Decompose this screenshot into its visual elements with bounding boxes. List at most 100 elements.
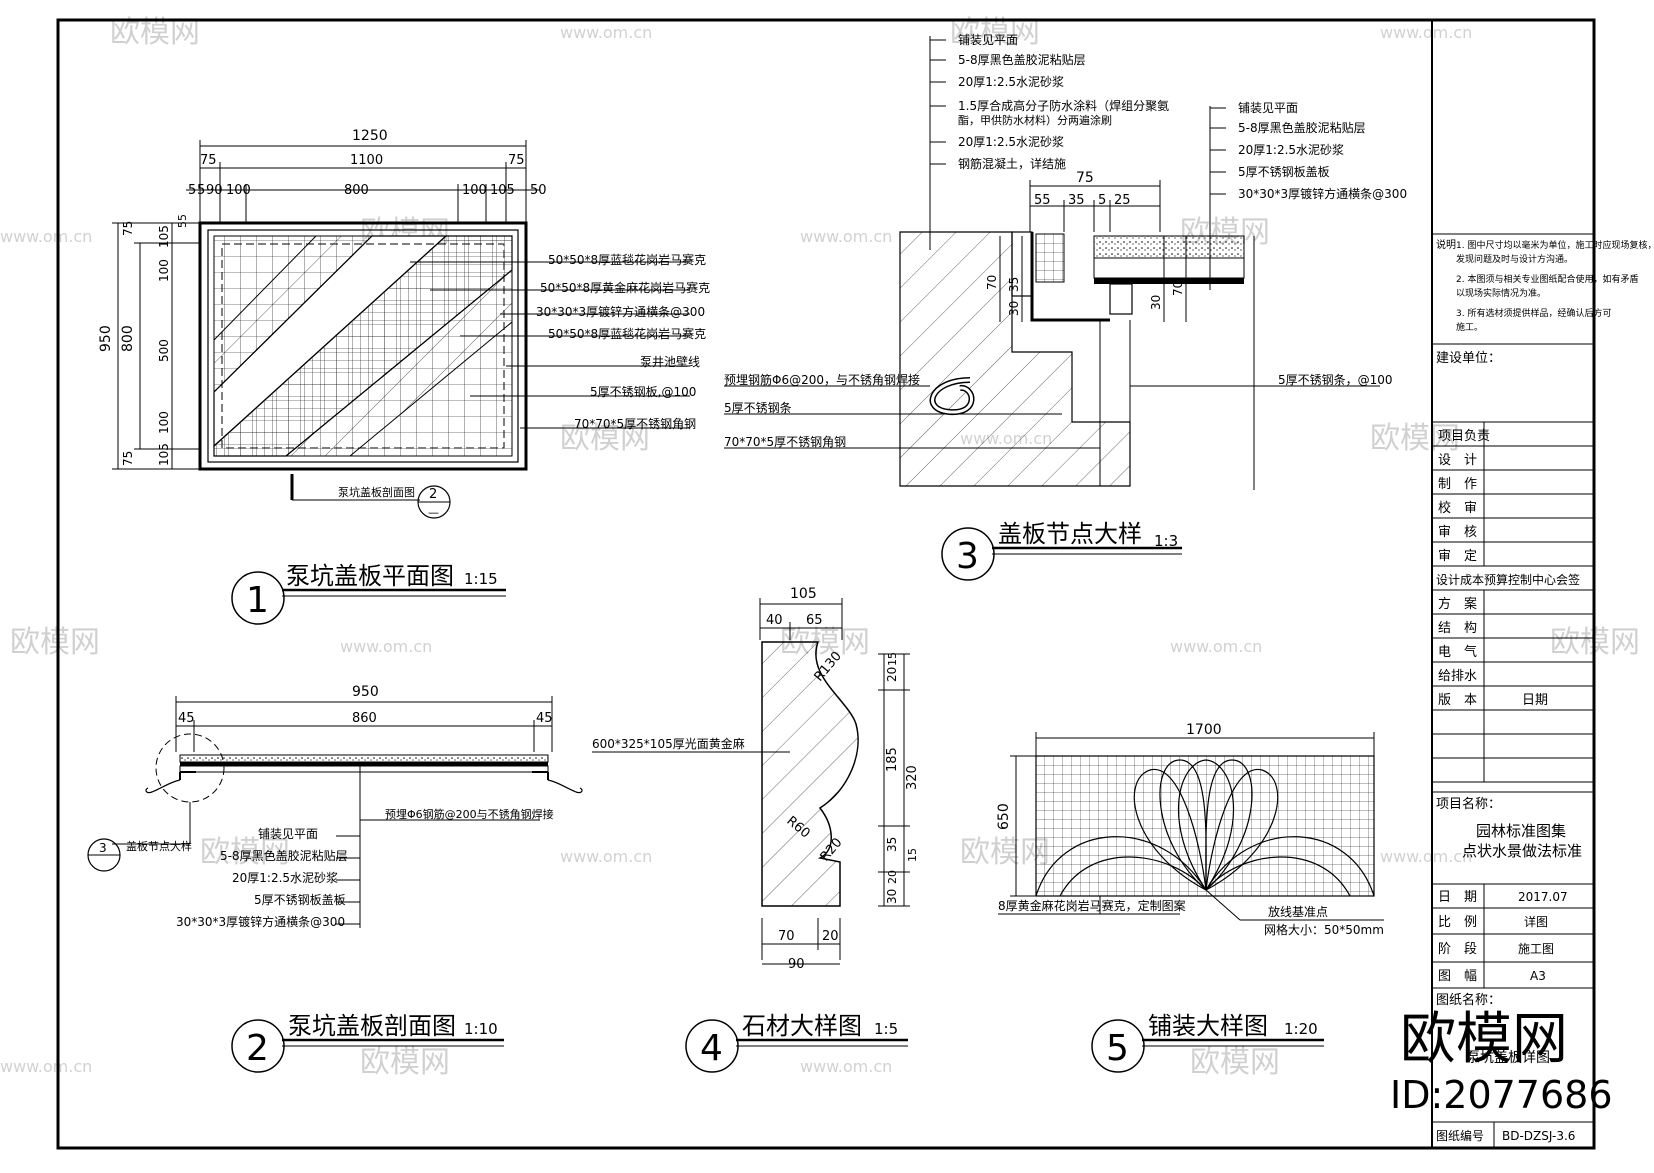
note-line: 施工。	[1456, 321, 1483, 333]
dim-90: 90	[206, 183, 223, 198]
pump-wall-line	[221, 243, 505, 449]
layer-text: 5厚不锈钢板盖板	[1238, 165, 1330, 179]
notes-header: 说明	[1436, 238, 1456, 251]
dim-55: 55	[176, 214, 189, 228]
drawing-scale: 1:10	[464, 1020, 498, 1038]
dim-40: 40	[766, 613, 783, 628]
tube-layer	[179, 765, 549, 773]
note-text: 预埋钢筋Φ6@200，与不锈角钢焊接	[724, 372, 920, 387]
note-line: 以现场实际情况为准。	[1456, 287, 1546, 299]
dim-100: 100	[157, 411, 171, 434]
project-label: 项目名称：	[1436, 796, 1501, 812]
layer-text: 钢筋混凝土，详结施	[958, 156, 1066, 171]
watermark-site: www.om.cn	[1170, 637, 1262, 656]
dim-75: 75	[1076, 170, 1094, 186]
layer-text: 20厚1:2.5水泥砂浆	[958, 134, 1064, 149]
layer-text: 1.5厚合成高分子防水涂料（焊组分聚氨	[958, 98, 1169, 113]
drawing-5-paving: 1700 650 放线基准点 网格大小：50*50mm 8厚黄金麻花岗岩马赛克，…	[996, 722, 1384, 1073]
title-bubble	[231, 571, 285, 625]
watermark-brand: 欧模网	[200, 835, 290, 870]
plan-diagonal-edge	[284, 268, 513, 457]
detail-num: 3	[99, 841, 107, 855]
dim-35: 35	[1007, 277, 1021, 292]
anchor-rebar	[145, 779, 181, 794]
dim-20: 20	[885, 667, 899, 682]
info-value: 2017.07	[1518, 890, 1568, 904]
role-label: 校 审	[1438, 500, 1477, 516]
layer-text: 铺装见平面	[258, 827, 318, 841]
info-value: A3	[1530, 969, 1546, 983]
dim-70: 70	[985, 275, 999, 290]
info-key: 阶 段	[1438, 942, 1477, 957]
title-block: 说明 1. 图中尺寸均以毫米为单位，施工时应现场复核， 发现问题及时与设计方沟通…	[1432, 233, 1654, 1148]
datum-note: 放线基准点	[1268, 904, 1328, 919]
drawing-title: 石材大样图	[742, 1012, 862, 1040]
dim-55: 55	[1034, 193, 1051, 208]
dim-500: 500	[157, 339, 171, 362]
dim-15: 15	[886, 652, 899, 666]
dim-100: 100	[462, 183, 487, 198]
version-label: 版 本	[1438, 693, 1477, 708]
role-label: 项目负责	[1438, 429, 1490, 444]
info-key: 图 幅	[1438, 969, 1477, 984]
dim-100: 100	[157, 259, 171, 282]
dim-75: 75	[121, 451, 135, 466]
flower-pattern	[1035, 759, 1375, 897]
discipline-label: 电 气	[1438, 644, 1477, 660]
dim-860: 860	[352, 711, 377, 726]
dim-5: 5	[197, 183, 205, 198]
drawing-2-section: 950 45 860 45 3 盖板节点大样 预埋Φ6钢筋@200与不锈角钢焊接…	[87, 684, 583, 1073]
id-watermark: ID:2077686	[1390, 1073, 1613, 1117]
discipline-label: 方 案	[1438, 596, 1477, 612]
info-value: 详图	[1524, 914, 1548, 929]
dim-105: 105	[157, 225, 171, 248]
title-num: 3	[956, 536, 979, 577]
watermark-site: www.om.cn	[560, 847, 652, 866]
dim-1700: 1700	[1186, 722, 1222, 738]
title-num: 2	[246, 1028, 269, 1069]
dim-950: 950	[352, 684, 379, 700]
layer-text: 5-8厚黑色盖胶泥粘贴层	[220, 848, 348, 863]
stone-material: 600*325*105厚光面黄金麻	[592, 736, 745, 751]
cover-mortar	[1093, 257, 1245, 279]
steel-angle	[1030, 232, 1110, 322]
section-ref-label: 泵坑盖板剖面图	[338, 485, 415, 499]
note-line: 发现问题及时与设计方沟通。	[1456, 253, 1573, 265]
drawing-scale: 1:20	[1284, 1020, 1318, 1038]
watermark-brand: 欧模网	[560, 421, 650, 456]
watermark-brand: 欧模网	[360, 1045, 450, 1080]
role-label: 审 定	[1438, 549, 1477, 564]
info-key: 比 例	[1438, 915, 1477, 930]
dim-20: 20	[822, 929, 839, 944]
dim-105: 105	[490, 183, 515, 198]
note-line: 2. 本图须与相关专业图纸配合使用，如有矛盾	[1456, 273, 1638, 285]
drawing-name-label: 图纸名称：	[1436, 992, 1501, 1008]
role-label: 审 核	[1438, 525, 1477, 540]
layer-text: 20厚1:2.5水泥砂浆	[1238, 142, 1344, 157]
rebar-note: 预埋Φ6钢筋@200与不锈角钢焊接	[385, 807, 554, 821]
drawing-scale: 1:3	[1154, 532, 1178, 550]
dim-105: 105	[157, 443, 171, 466]
watermark-brand: 欧模网	[960, 835, 1050, 870]
client-label: 建设单位：	[1436, 351, 1501, 366]
note-text: 5厚不锈钢条	[724, 401, 792, 415]
section-ref-sheet: —	[428, 506, 439, 519]
layer-text: 30*30*3厚镀锌方通横条@300	[176, 914, 345, 929]
callout-text: 30*30*3厚镀锌方通横条@300	[536, 304, 705, 319]
drawing-title: 铺装大样图	[1148, 1012, 1268, 1040]
layer-text: 5-8厚黑色盖胶泥粘贴层	[1238, 120, 1366, 135]
dim-50: 50	[530, 183, 547, 198]
layer-text: 30*30*3厚镀锌方通横条@300	[1238, 186, 1407, 201]
drawing-name: 泵坑盖板详图	[1466, 1050, 1550, 1066]
info-key: 日 期	[1438, 890, 1477, 905]
section-ref-num: 2	[429, 487, 437, 502]
dim-25: 25	[1114, 193, 1131, 208]
dim-185: 185	[885, 747, 900, 772]
title-num: 1	[246, 580, 269, 621]
layer-text: 20厚1:2.5水泥砂浆	[232, 870, 338, 885]
dim-75: 75	[121, 221, 135, 236]
cover-plate	[1094, 278, 1244, 284]
callout-text: 50*50*8厚蓝毯花岗岩马赛克	[548, 326, 706, 341]
watermark-brand: 欧模网	[1190, 1045, 1280, 1080]
